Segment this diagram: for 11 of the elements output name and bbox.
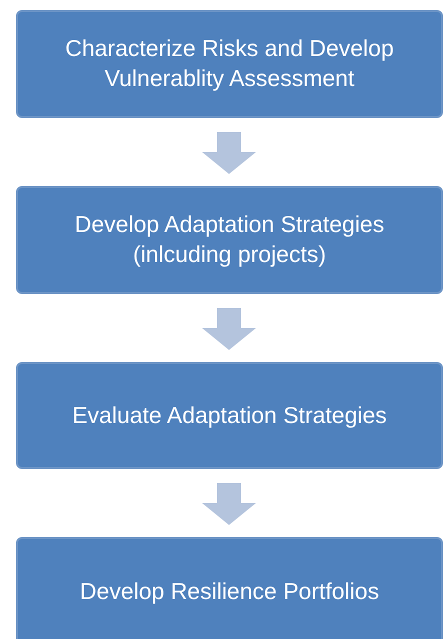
block-arrow: [202, 308, 256, 350]
block-arrow: [202, 483, 256, 525]
process-box: [16, 186, 443, 294]
process-box: [16, 537, 443, 639]
process-box: [16, 362, 443, 469]
block-arrow: [202, 132, 256, 174]
step-text: Develop Resilience Portfolios: [80, 577, 380, 606]
step-text: Develop Adaptation Strategies (inlcuding projects): [74, 210, 386, 269]
process-box: [16, 10, 443, 118]
step-text: Evaluate Adaptation Strategies: [72, 400, 387, 430]
step-text: Characterize Risks and Develop Vulnerablity Assessment: [64, 34, 395, 93]
